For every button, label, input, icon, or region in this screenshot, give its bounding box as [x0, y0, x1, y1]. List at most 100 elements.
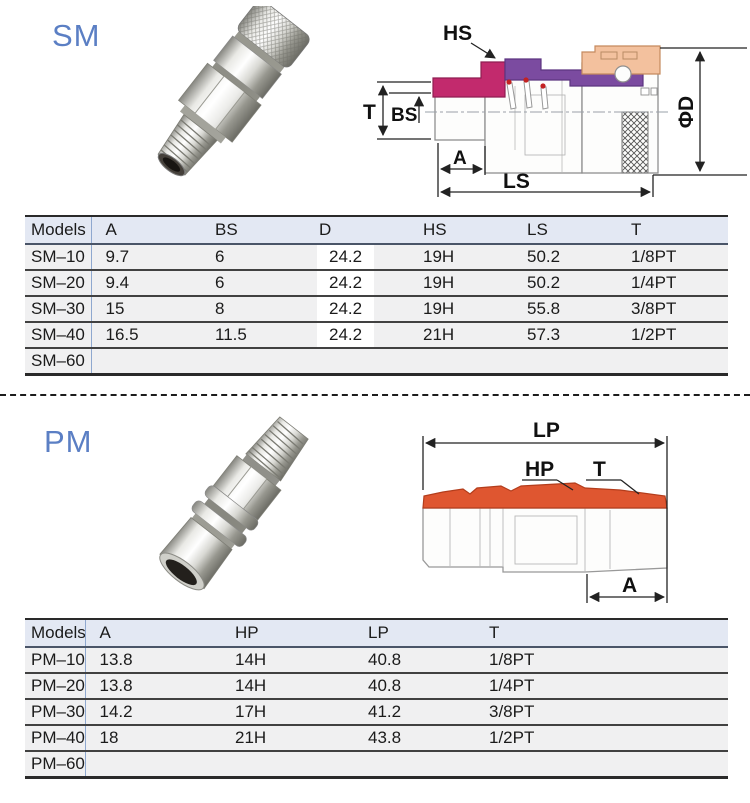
- cell-text: SM–40: [31, 325, 85, 344]
- value-cell: 19H: [409, 296, 513, 323]
- value-cell: 40.8: [354, 647, 475, 674]
- column-header: LS: [513, 216, 617, 245]
- cell-text: 9.4: [105, 273, 130, 292]
- model-cell: PM–10: [25, 647, 86, 674]
- value-cell: 14H: [221, 673, 354, 700]
- hp-label: HP: [525, 458, 554, 481]
- column-header: T: [475, 619, 728, 648]
- column-header: Models: [25, 216, 92, 245]
- pm-dimension-lines: [422, 436, 668, 603]
- value-cell: 1/8PT: [475, 647, 728, 674]
- cell-text: 40.8: [368, 650, 402, 669]
- cell-text: 57.3: [527, 325, 561, 344]
- cell-text: 21H: [423, 325, 455, 344]
- lp-label: LP: [533, 419, 560, 442]
- threaded-end: [245, 416, 309, 482]
- a-label: A: [622, 574, 637, 597]
- column-header: LP: [354, 619, 475, 648]
- value-cell: 24.2: [305, 296, 409, 323]
- locking-ball: [614, 65, 632, 83]
- cell-text: 41.2: [368, 702, 402, 721]
- cell-text: 43.8: [368, 728, 402, 747]
- value-cell: [354, 751, 475, 777]
- cell-text: 3/8PT: [631, 299, 677, 318]
- value-cell: 11.5: [201, 322, 305, 349]
- value-cell: 16.5: [91, 322, 201, 349]
- sm-dimension-lines: [377, 42, 747, 198]
- value-cell: [617, 348, 728, 374]
- value-cell: [305, 348, 409, 374]
- section-divider: [0, 394, 750, 396]
- cell-text: 19H: [423, 299, 455, 318]
- knurl-hatch: [621, 111, 649, 174]
- value-cell: [475, 751, 728, 777]
- model-cell: PM–40: [25, 725, 86, 752]
- pm-band-orange-part: [422, 482, 668, 509]
- value-cell: [91, 348, 201, 374]
- pm-section-label: PM: [44, 424, 93, 459]
- sm-sleeve-magenta-part: [432, 61, 506, 98]
- cell-text: 19H: [423, 247, 455, 266]
- column-header: BS: [201, 216, 305, 245]
- value-cell: 21H: [409, 322, 513, 349]
- cell-text: 1/8PT: [631, 247, 677, 266]
- knurled-cap: [238, 6, 310, 68]
- barrel: [159, 517, 233, 590]
- model-cell: PM–20: [25, 673, 86, 700]
- value-cell: 50.2: [513, 270, 617, 297]
- value-cell: 43.8: [354, 725, 475, 752]
- pm-plug-body: [159, 416, 309, 591]
- value-cell: 50.2: [513, 244, 617, 271]
- bore-opening: [165, 559, 197, 586]
- value-cell: 19H: [409, 244, 513, 271]
- column-header: A: [91, 216, 201, 245]
- sm-coupler-body: [157, 6, 310, 177]
- value-cell: 1/2PT: [617, 322, 728, 349]
- phi-d-label: ΦD: [675, 96, 698, 128]
- value-cell: 8: [201, 296, 305, 323]
- value-cell: [409, 348, 513, 374]
- cell-text: 1/4PT: [489, 676, 535, 695]
- value-cell: 9.7: [91, 244, 201, 271]
- table-row: PM–60: [25, 751, 728, 777]
- valve-pins: [506, 80, 549, 110]
- model-cell: PM–60: [25, 751, 86, 777]
- cell-text: 50.2: [527, 273, 561, 292]
- value-cell: 24.2: [305, 270, 409, 297]
- column-header: HP: [221, 619, 354, 648]
- value-cell: 6: [201, 270, 305, 297]
- value-cell: 21H: [221, 725, 354, 752]
- cell-text: PM–40: [31, 728, 85, 747]
- cell-text: 6: [215, 273, 225, 292]
- cell-text: SM–10: [31, 247, 85, 266]
- value-cell: 1/4PT: [617, 270, 728, 297]
- cell-text: 24.2: [317, 296, 375, 320]
- cell-text: PM–20: [31, 676, 85, 695]
- model-cell: SM–20: [25, 270, 92, 297]
- hs-label: HS: [443, 22, 472, 45]
- pm-product-photo: [159, 416, 309, 591]
- value-cell: 19H: [409, 270, 513, 297]
- value-cell: 17H: [221, 699, 354, 726]
- value-cell: [85, 751, 221, 777]
- cell-text: 19H: [423, 273, 455, 292]
- cell-text: SM–30: [31, 299, 85, 318]
- cell-text: SM–60: [31, 350, 85, 370]
- sm-product-photo: [157, 6, 310, 177]
- cell-text: SM–20: [31, 273, 85, 292]
- value-cell: 1/8PT: [617, 244, 728, 271]
- cell-text: 50.2: [527, 247, 561, 266]
- cell-text: 14H: [235, 650, 267, 669]
- a-label: A: [453, 148, 467, 169]
- t-label: T: [363, 101, 376, 124]
- value-cell: 9.4: [91, 270, 201, 297]
- cell-text: PM–30: [31, 702, 85, 721]
- sm-section-label: SM: [52, 18, 101, 53]
- value-cell: 24.2: [305, 244, 409, 271]
